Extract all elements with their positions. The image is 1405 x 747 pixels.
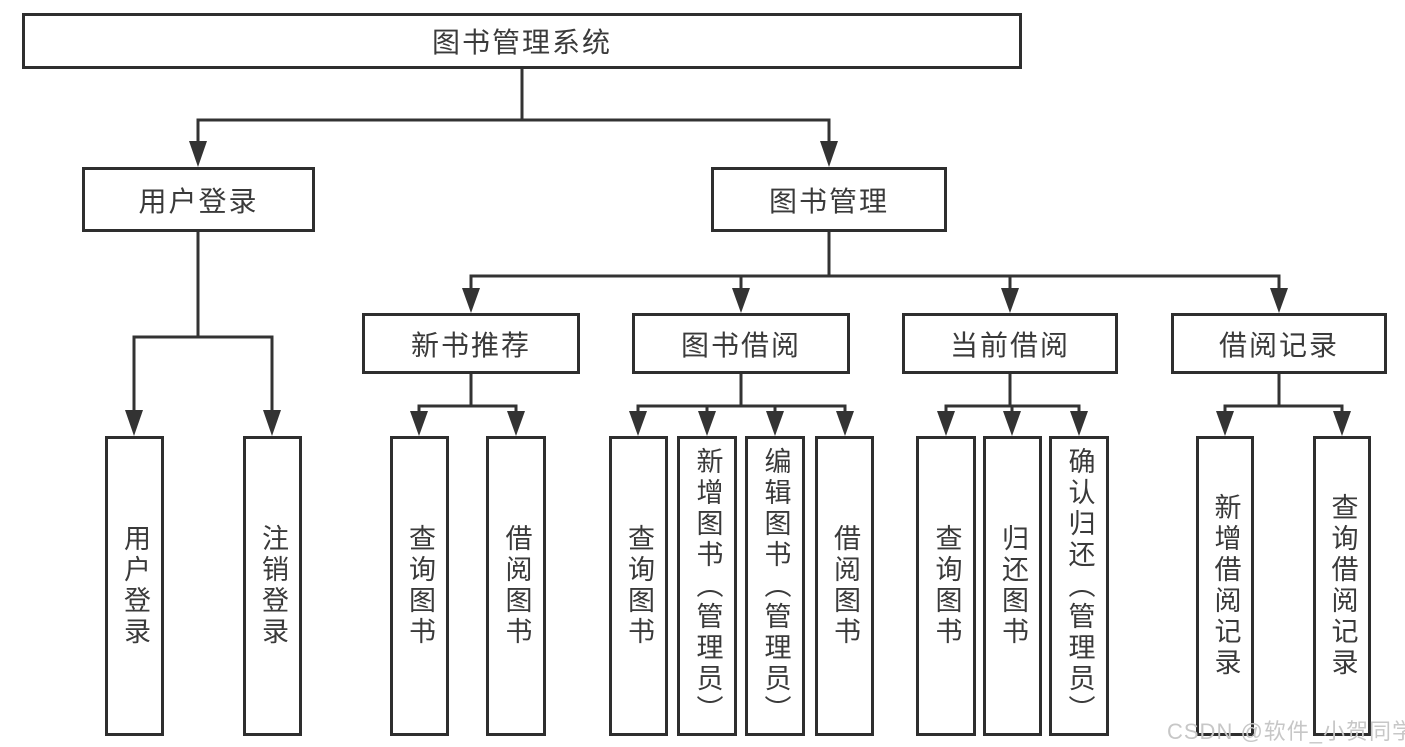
connector-new-book-branch bbox=[410, 374, 525, 436]
node-user-login-branch: 用户登录 bbox=[82, 167, 315, 232]
node-user-login-branch-label: 用户登录 bbox=[138, 185, 259, 217]
node-leaf-edit-book-admin-label: 编辑图书（管理员） bbox=[760, 446, 791, 726]
node-leaf-query-book-label: 查询图书 bbox=[931, 524, 962, 648]
node-leaf-user-login-label: 用户登录 bbox=[120, 524, 150, 648]
node-book-management-branch: 图书管理 bbox=[711, 167, 947, 232]
node-leaf-query-book: 查询图书 bbox=[390, 436, 449, 736]
node-leaf-logout-label: 注销登录 bbox=[258, 524, 288, 648]
node-root-system: 图书管理系统 bbox=[22, 13, 1022, 69]
node-root-system-label: 图书管理系统 bbox=[431, 27, 612, 58]
node-leaf-borrow-book-label: 借阅图书 bbox=[830, 524, 860, 648]
node-leaf-add-borrow-record: 新增借阅记录 bbox=[1196, 436, 1254, 736]
node-current-borrow: 当前借阅 bbox=[902, 313, 1118, 374]
node-leaf-return-book: 归还图书 bbox=[983, 436, 1042, 736]
node-leaf-confirm-return-admin: 确认归还（管理员） bbox=[1049, 436, 1109, 736]
node-leaf-query-borrow-record: 查询借阅记录 bbox=[1313, 436, 1371, 736]
node-leaf-query-book: 查询图书 bbox=[916, 436, 976, 736]
node-leaf-query-book: 查询图书 bbox=[609, 436, 668, 736]
node-leaf-query-borrow-record-label: 查询借阅记录 bbox=[1327, 493, 1358, 679]
node-leaf-user-login: 用户登录 bbox=[105, 436, 164, 736]
node-leaf-add-borrow-record-label: 新增借阅记录 bbox=[1210, 493, 1241, 679]
connector-current-borrow-branch bbox=[937, 374, 1088, 436]
node-leaf-borrow-book: 借阅图书 bbox=[815, 436, 874, 736]
node-leaf-query-book-label: 查询图书 bbox=[624, 524, 654, 648]
node-leaf-return-book-label: 归还图书 bbox=[998, 524, 1028, 648]
node-leaf-borrow-book-label: 借阅图书 bbox=[501, 524, 532, 648]
node-leaf-edit-book-admin: 编辑图书（管理员） bbox=[745, 436, 805, 736]
node-book-borrow: 图书借阅 bbox=[632, 313, 850, 374]
node-book-management-branch-label: 图书管理 bbox=[768, 185, 889, 217]
node-borrow-record-label: 借阅记录 bbox=[1218, 329, 1339, 361]
node-book-borrow-label: 图书借阅 bbox=[680, 329, 801, 361]
node-leaf-logout: 注销登录 bbox=[243, 436, 302, 736]
csdn-watermark: CSDN @软件_小贺同学 bbox=[1167, 719, 1405, 744]
node-new-book-recommend-label: 新书推荐 bbox=[410, 329, 531, 361]
node-leaf-borrow-book: 借阅图书 bbox=[486, 436, 546, 736]
node-current-borrow-label: 当前借阅 bbox=[949, 329, 1070, 361]
node-leaf-add-book-admin-label: 新增图书（管理员） bbox=[692, 446, 723, 726]
connector-book-management-branch bbox=[462, 232, 1288, 313]
connector-borrow-record-branch bbox=[1216, 374, 1351, 436]
connector-root-to-level2 bbox=[189, 69, 838, 167]
connector-book-borrow-branch bbox=[629, 374, 854, 436]
node-new-book-recommend: 新书推荐 bbox=[362, 313, 580, 374]
node-leaf-add-book-admin: 新增图书（管理员） bbox=[677, 436, 737, 736]
node-borrow-record: 借阅记录 bbox=[1171, 313, 1387, 374]
connector-user-login-branch bbox=[125, 232, 281, 436]
node-leaf-query-book-label: 查询图书 bbox=[405, 524, 435, 648]
node-leaf-confirm-return-admin-label: 确认归还（管理员） bbox=[1064, 446, 1095, 726]
